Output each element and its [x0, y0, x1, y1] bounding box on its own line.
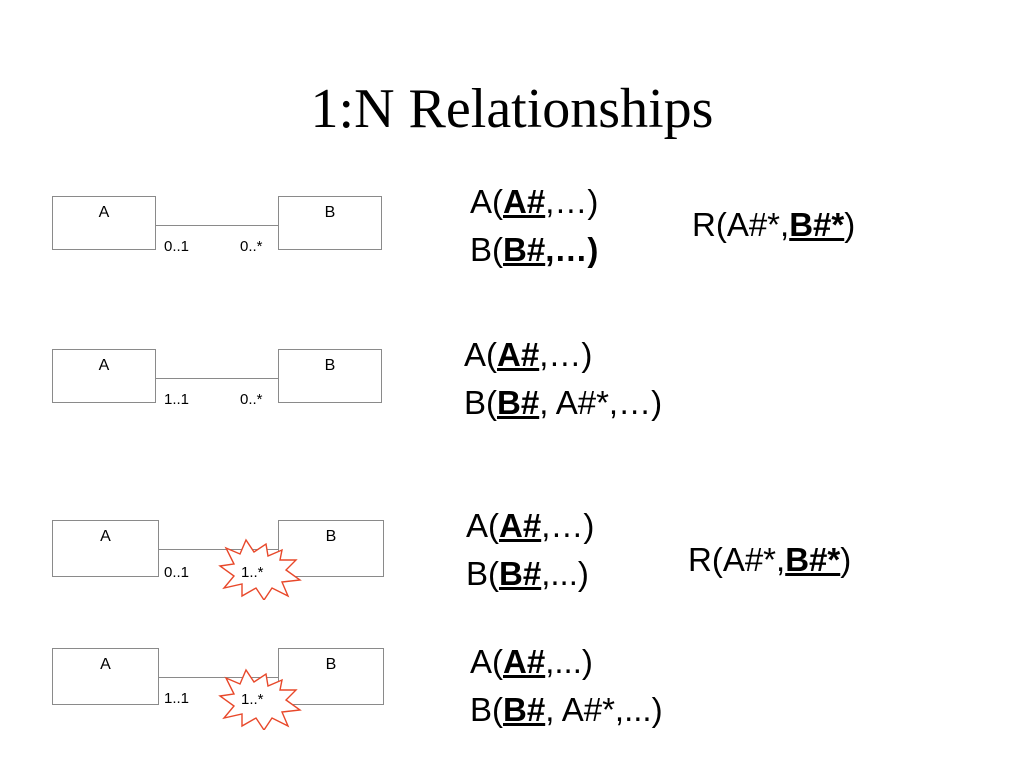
relation-b-prefix: B(: [466, 555, 499, 592]
entity-b-box: B: [278, 648, 384, 705]
relation-b: B(B#, A#*,…): [464, 383, 662, 423]
relation-b-suffix: ,…): [545, 231, 599, 268]
entity-a-box: A: [52, 349, 156, 403]
relation-a-prefix: A(: [464, 336, 497, 373]
relation-a-suffix: ,…): [541, 507, 595, 544]
relation-a-prefix: A(: [466, 507, 499, 544]
entity-b-box: B: [278, 196, 382, 250]
relation-b-suffix: , A#*,…): [539, 384, 663, 421]
entity-b-box: B: [278, 520, 384, 577]
relation-b-key: B#: [503, 691, 546, 728]
relation-b-prefix: B(: [470, 231, 503, 268]
relation-b-suffix: , A#*,...): [545, 691, 663, 728]
cardinality-right: 0..*: [240, 238, 263, 255]
starburst-icon: [218, 668, 302, 730]
entity-b-box: B: [278, 349, 382, 403]
relationship-row-3: A B 0..1 1..* A(A#,…) B(B#,...) R(A#*,B#…: [0, 494, 1024, 624]
relation-b: B(B#,...): [466, 554, 589, 594]
relationship-row-1: A B 0..1 0..* A(A#,…) B(B#,…) R(A#*,B#*): [0, 170, 1024, 300]
association-line: [156, 378, 279, 379]
relation-r-prefix: R(A#*,: [688, 541, 786, 578]
relation-r-suffix: ): [840, 541, 852, 578]
relation-b-prefix: B(: [464, 384, 497, 421]
relationship-row-4: A B 1..1 1..* A(A#,...) B(B#, A#*,...): [0, 622, 1024, 752]
relation-a-key: A#: [497, 336, 540, 373]
slide-title: 1:N Relationships: [310, 78, 714, 140]
relation-r-key: B#*: [789, 206, 845, 243]
relation-b-key: B#: [497, 384, 540, 421]
relation-r-prefix: R(A#*,: [692, 206, 790, 243]
relation-b: B(B#, A#*,...): [470, 690, 663, 730]
relation-a-key: A#: [503, 183, 546, 220]
relation-a-key: A#: [499, 507, 542, 544]
cardinality-left: 0..1: [164, 238, 190, 255]
relation-a-suffix: ,…): [545, 183, 599, 220]
relation-r-key: B#*: [785, 541, 841, 578]
relation-b: B(B#,…): [470, 230, 598, 270]
relation-a-suffix: ,...): [545, 643, 593, 680]
relation-a: A(A#,…): [464, 335, 592, 375]
relation-b-prefix: B(: [470, 691, 503, 728]
association-line: [159, 549, 279, 550]
relation-b-key: B#: [499, 555, 542, 592]
relation-a-prefix: A(: [470, 643, 503, 680]
relation-a: A(A#,…): [466, 506, 594, 546]
entity-a-box: A: [52, 196, 156, 250]
cardinality-left: 0..1: [164, 564, 190, 581]
relation-b-key: B#: [503, 231, 546, 268]
starburst-icon: [218, 538, 302, 600]
relation-r: R(A#*,B#*): [692, 205, 855, 245]
entity-a-box: A: [52, 648, 159, 705]
cardinality-right: 1..*: [241, 564, 264, 581]
relation-r-suffix: ): [844, 206, 856, 243]
relation-a-prefix: A(: [470, 183, 503, 220]
relation-a: A(A#,…): [470, 182, 598, 222]
highlight-starburst: [218, 538, 302, 600]
cardinality-left: 1..1: [164, 391, 190, 408]
relation-b-suffix: ,...): [541, 555, 589, 592]
cardinality-right: 0..*: [240, 391, 263, 408]
entity-a-box: A: [52, 520, 159, 577]
relation-a-key: A#: [503, 643, 546, 680]
relationship-row-2: A B 1..1 0..* A(A#,…) B(B#, A#*,…): [0, 323, 1024, 453]
relation-r: R(A#*,B#*): [688, 540, 851, 580]
highlight-starburst: [218, 668, 302, 730]
association-line: [156, 225, 279, 226]
cardinality-right: 1..*: [241, 691, 264, 708]
cardinality-left: 1..1: [164, 690, 190, 707]
relation-a-suffix: ,…): [539, 336, 593, 373]
association-line: [159, 677, 279, 678]
relation-a: A(A#,...): [470, 642, 593, 682]
